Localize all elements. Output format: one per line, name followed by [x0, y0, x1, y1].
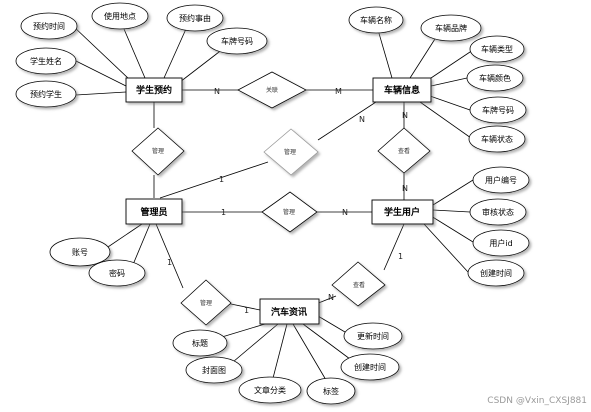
attr-vehicle-plate: 车牌号码 — [469, 96, 527, 124]
relationship-label: 查看 — [353, 281, 365, 289]
relationship-label: 查看 — [398, 147, 410, 155]
cardinality-n: N — [214, 87, 220, 96]
attr-booking-student: 预约学生 — [15, 80, 77, 108]
entity-boxes: 学生预约 车辆信息 管理员 学生用户 汽车资讯 — [125, 77, 434, 325]
entity-vehicle-info: 车辆信息 — [372, 77, 432, 103]
relationship-link: 关联 — [237, 71, 307, 109]
attribute-label: 车辆品牌 — [435, 23, 467, 33]
relationship-diamonds: 关联 管理 管理 查看 管理 管理 查看 — [131, 71, 431, 326]
attr-user-created: 创建时间 — [467, 259, 525, 287]
attr-plate-booking: 车牌号码 — [206, 27, 268, 55]
attr-vehicle-name: 车辆名称 — [348, 6, 404, 34]
relationship-label: 管理 — [200, 299, 212, 307]
attr-vehicle-color: 车辆颜色 — [466, 64, 524, 92]
attribute-label: 车辆状态 — [481, 134, 513, 144]
attribute-label: 用户编号 — [485, 175, 517, 185]
attr-category: 文章分类 — [238, 376, 302, 404]
attribute-label: 车辆颜色 — [479, 73, 511, 83]
relationship-manage-booking: 管理 — [131, 127, 185, 176]
attr-cover: 封面图 — [185, 356, 243, 384]
attribute-label: 学生姓名 — [30, 56, 62, 66]
relationship-label: 管理 — [152, 147, 164, 155]
cardinality-n: N — [402, 184, 408, 193]
entity-admin: 管理员 — [125, 198, 183, 225]
attribute-label: 密码 — [109, 268, 125, 278]
entity-car-news: 汽车资讯 — [259, 298, 320, 325]
attribute-label: 创建时间 — [480, 268, 512, 278]
attr-user-no: 用户编号 — [472, 166, 530, 194]
attribute-label: 预约事由 — [179, 13, 211, 23]
relationship-manage-user: 管理 — [261, 191, 318, 233]
attribute-label: 车辆类型 — [481, 44, 513, 54]
attribute-label: 用户id — [489, 238, 512, 248]
attr-student-name: 学生姓名 — [15, 47, 77, 75]
attr-tag: 标签 — [306, 377, 356, 405]
attribute-label: 更新时间 — [357, 331, 389, 341]
attribute-label: 车牌号码 — [482, 105, 514, 115]
cardinality-1: 1 — [244, 306, 249, 315]
attr-reason: 预约事由 — [166, 4, 224, 32]
attribute-label: 车牌号码 — [221, 36, 253, 46]
attr-account: 账号 — [49, 237, 111, 267]
attr-password: 密码 — [88, 259, 146, 287]
entity-label: 学生用户 — [384, 206, 420, 218]
cardinality-n: N — [402, 111, 408, 120]
relationship-manage-news: 管理 — [180, 279, 232, 326]
relationship-label: 管理 — [283, 208, 295, 216]
attribute-label: 车辆名称 — [360, 15, 392, 25]
entity-student-user: 学生用户 — [371, 199, 434, 225]
cardinality-1: 1 — [221, 208, 226, 217]
relationship-view-news: 查看 — [331, 261, 386, 307]
relationship-label: 关联 — [266, 86, 278, 94]
cardinality-m: M — [335, 87, 342, 96]
relationship-label: 管理 — [284, 148, 296, 156]
attribute-label: 预约时间 — [33, 21, 65, 31]
relationship-view-vehicle: 查看 — [377, 127, 431, 174]
attr-booking-time: 预约时间 — [20, 12, 78, 40]
watermark: CSDN @Vxin_CXSJ881 — [487, 396, 587, 406]
entity-label: 学生预约 — [136, 84, 172, 96]
attribute-label: 使用地点 — [104, 11, 136, 21]
attr-vehicle-brand: 车辆品牌 — [420, 14, 482, 42]
attr-news-created: 创建时间 — [340, 353, 400, 381]
attribute-ellipses: 预约时间 使用地点 预约事由 车牌号码 学生姓名 预约学生 车辆名称 车辆品牌 — [15, 2, 530, 405]
attribute-label: 文章分类 — [254, 385, 286, 395]
entity-label: 汽车资讯 — [271, 306, 307, 318]
attribute-label: 标签 — [323, 386, 339, 396]
attr-news-updated: 更新时间 — [343, 322, 403, 350]
cardinality-n: N — [359, 115, 365, 124]
cardinality-n: N — [328, 293, 334, 302]
attr-title: 标题 — [172, 329, 228, 357]
cardinality-1: 1 — [219, 175, 224, 184]
cardinality-1: 1 — [167, 258, 172, 267]
attr-use-place: 使用地点 — [91, 2, 149, 30]
attribute-label: 创建时间 — [354, 362, 386, 372]
attribute-label: 封面图 — [202, 365, 226, 375]
attribute-label: 标题 — [192, 338, 208, 348]
relationship-manage-vehicle: 管理 — [263, 128, 319, 176]
attribute-label: 账号 — [72, 248, 88, 257]
attribute-label: 审核状态 — [482, 207, 514, 217]
attr-vehicle-status: 车辆状态 — [468, 125, 526, 153]
cardinality-n: N — [342, 208, 348, 217]
cardinality-labels: N M N 1 N N 1 N 1 1 1 N — [167, 87, 408, 315]
connector-lines — [72, 19, 474, 383]
attribute-label: 预约学生 — [30, 89, 62, 99]
attr-audit-status: 审核状态 — [469, 198, 527, 226]
attr-user-id: 用户id — [472, 229, 530, 257]
attr-vehicle-type: 车辆类型 — [469, 35, 525, 63]
entity-label: 车辆信息 — [384, 84, 420, 96]
cardinality-1: 1 — [398, 252, 403, 261]
entity-student-booking: 学生预约 — [125, 77, 183, 103]
entity-label: 管理员 — [140, 206, 167, 218]
